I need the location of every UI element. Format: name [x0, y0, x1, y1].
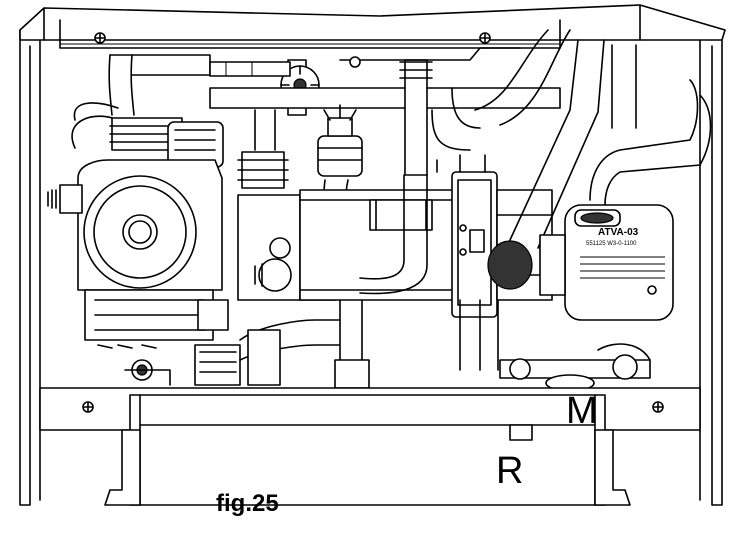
- boiler-casing: [20, 5, 725, 505]
- plate-heat-exchanger: [300, 190, 455, 300]
- callout-r: R: [496, 450, 524, 492]
- figure-caption: fig.25: [216, 490, 279, 517]
- three-way-valve-actuator: [540, 45, 711, 320]
- circulation-pump: [48, 118, 228, 348]
- top-screws: [95, 33, 490, 43]
- callout-m: M: [566, 390, 598, 432]
- valve-model-label: ATVA-03: [598, 227, 639, 238]
- upper-manifold: [210, 48, 560, 175]
- gas-valve: [437, 155, 552, 317]
- diverter-pipe: [360, 30, 604, 293]
- valve-serial-label: 551125 W3-0-1100: [586, 241, 637, 247]
- lower-connections: [125, 300, 650, 391]
- bottom-frame: [40, 388, 700, 505]
